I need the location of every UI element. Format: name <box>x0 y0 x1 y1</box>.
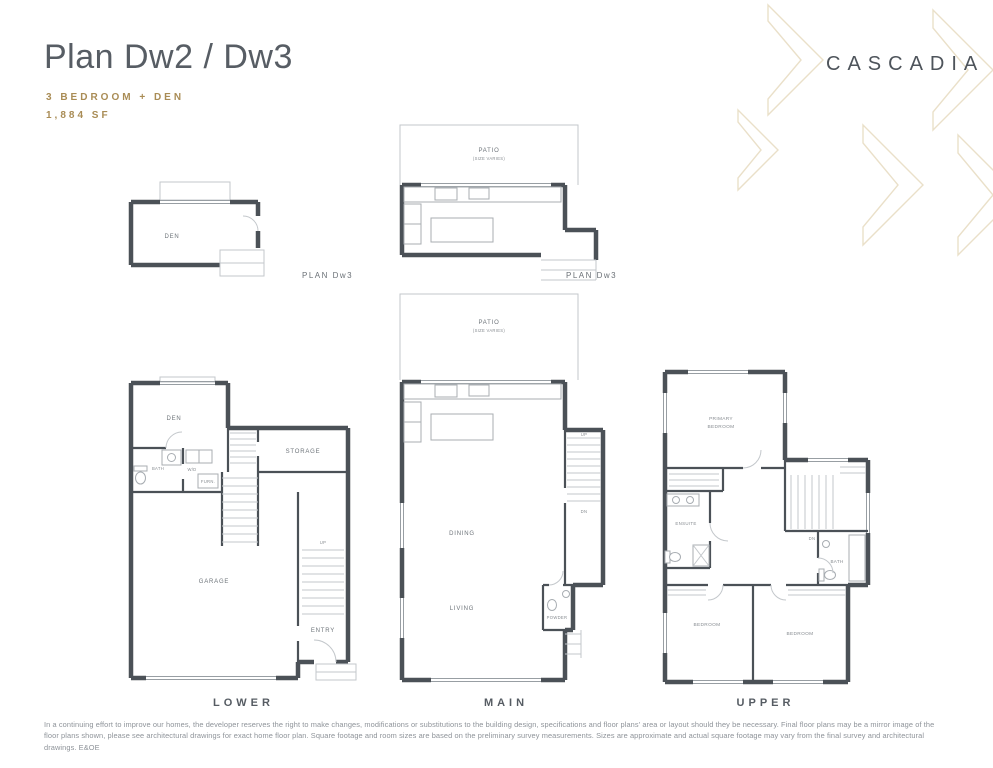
room-label-den: DEN <box>164 234 179 240</box>
room-label-patio: PATIO <box>478 320 499 326</box>
powder-door-arc <box>548 570 564 586</box>
room-label-bath: BATH <box>830 559 843 564</box>
ensuite-fixtures <box>664 493 710 567</box>
inset-caption-lower: PLAN Dw3 <box>302 271 354 280</box>
bath-fixtures <box>133 449 182 485</box>
plan-area: 1,884 SF <box>46 110 111 121</box>
room-label-dining: DINING <box>449 531 475 537</box>
door-arcs <box>707 449 834 601</box>
brand-pattern <box>737 3 993 257</box>
exterior-walls <box>128 380 351 681</box>
floor-name-upper: UPPER <box>736 697 795 709</box>
label-up: UP <box>320 540 326 545</box>
room-label-powder: POWDER <box>547 615 568 620</box>
room-label-living: LIVING <box>450 606 474 612</box>
stairs-treads <box>567 437 601 502</box>
label-furnace: FURN. <box>201 479 215 484</box>
room-label-ensuite: ENSUITE <box>675 521 696 526</box>
closet-louvers <box>230 432 256 464</box>
den-window <box>160 381 215 385</box>
exterior-walls <box>128 199 261 268</box>
room-label-garage: GARAGE <box>199 579 229 585</box>
chevron-shape <box>862 123 924 247</box>
porch-steps <box>541 259 597 281</box>
patio-outline <box>399 293 579 380</box>
label-washer-dryer: W/D <box>187 467 196 472</box>
patio-note: (SIZE VARIES) <box>473 328 506 333</box>
room-label-primary-1: PRIMARY <box>709 416 733 422</box>
plan-subtitle: 3 BEDROOM + DEN <box>46 92 185 103</box>
closet-louvers <box>667 466 866 596</box>
patio-outline <box>399 124 579 185</box>
interior-walls <box>541 430 573 632</box>
laundry-furnace <box>185 449 219 489</box>
main-floor-plan: PATIO (SIZE VARIES) DINING LIVING POWDER… <box>399 293 606 683</box>
room-label-bedroom-left: BEDROOM <box>694 622 721 628</box>
entry-door-arc <box>313 639 337 663</box>
porch-steps <box>219 249 265 277</box>
window-well <box>159 181 231 201</box>
room-label-bath: BATH <box>152 466 164 471</box>
patio-door-window <box>421 183 551 187</box>
room-label-storage: STORAGE <box>286 449 321 455</box>
entry-porch <box>315 663 357 681</box>
room-label-primary-2: BEDROOM <box>708 424 735 430</box>
floor-name-lower: LOWER <box>213 697 274 709</box>
label-dn: DN <box>581 509 588 514</box>
exterior-walls <box>662 369 871 685</box>
stairs-treads <box>222 477 344 615</box>
door-arc <box>242 215 259 232</box>
floor-name-main: MAIN <box>483 697 529 709</box>
patio-note: (SIZE VARIES) <box>473 156 506 161</box>
exterior-walls <box>399 182 599 260</box>
legal-disclaimer: In a continuing effort to improve our ho… <box>44 720 935 752</box>
bath-fixtures <box>818 534 866 582</box>
upper-floor-plan: PRIMARY BEDROOM ENSUITE BATH BEDROOM BED… <box>662 369 871 685</box>
chevron-shape <box>737 108 779 192</box>
label-up: UP <box>581 432 587 437</box>
chevron-shape <box>767 3 824 117</box>
room-label-patio: PATIO <box>478 148 499 154</box>
brand-logo: CASCADIA <box>826 53 985 75</box>
room-label-bedroom-right: BEDROOM <box>787 631 814 637</box>
inset-caption-main: PLAN Dw3 <box>566 271 618 280</box>
lower-floor-plan: DEN BATH W/D FURN. STORAGE GARAGE ENTRY … <box>128 376 357 681</box>
chevron-shape <box>957 133 993 257</box>
windows <box>663 370 870 684</box>
garage-door <box>146 676 276 680</box>
interior-walls <box>665 460 868 682</box>
label-dn: DN <box>809 536 816 541</box>
inset-plan-dw3-main: PATIO (SIZE VARIES) <box>399 124 599 281</box>
rear-steps <box>565 630 582 658</box>
inset-plan-dw3-lower: DEN <box>128 181 265 277</box>
den-window <box>160 200 230 204</box>
page-title: Plan Dw2 / Dw3 <box>44 38 293 76</box>
exterior-walls <box>399 379 606 683</box>
kitchen-fixtures <box>403 383 562 443</box>
interior-walls <box>131 428 348 662</box>
room-label-entry: ENTRY <box>311 628 335 634</box>
kitchen-fixtures <box>403 186 562 245</box>
stairs-treads <box>790 475 834 529</box>
room-label-den: DEN <box>166 416 181 422</box>
den-door-arc <box>165 431 183 449</box>
powder-fixtures <box>547 590 570 611</box>
